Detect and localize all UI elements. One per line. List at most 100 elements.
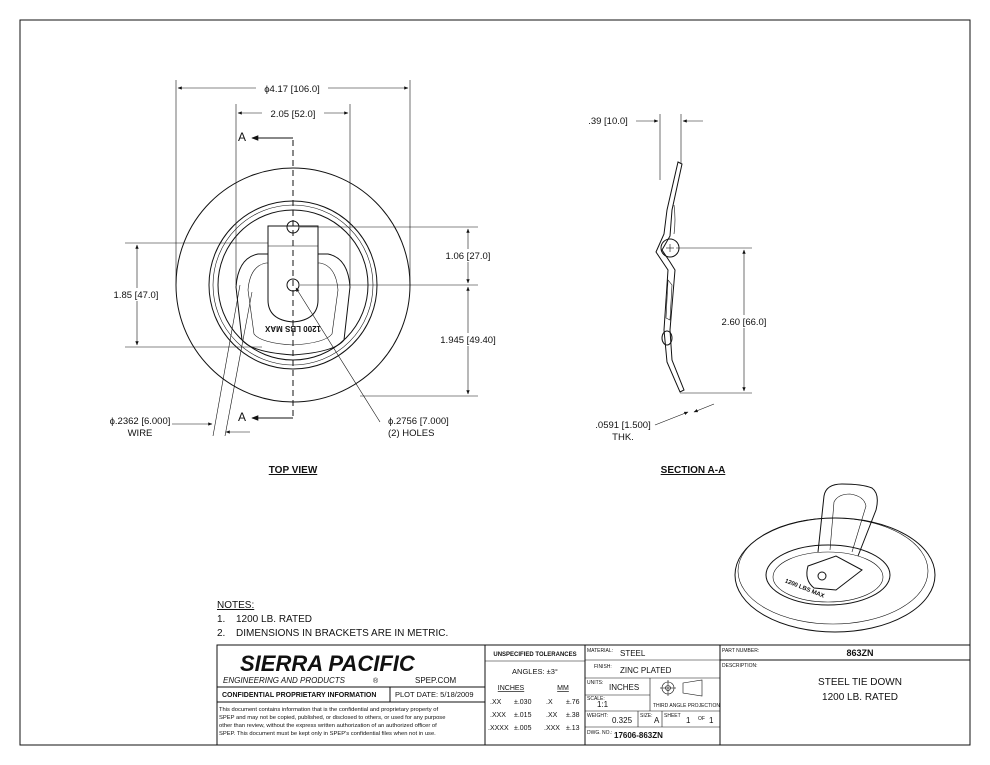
weight-value: 0.325 bbox=[612, 716, 633, 725]
dwg-label: DWG. NO.: bbox=[587, 730, 612, 736]
weight-label: WEIGHT: bbox=[587, 713, 608, 719]
dim-height-left-text: 1.85 [47.0] bbox=[114, 290, 159, 301]
iso-view: 1200 LBS MAX bbox=[734, 483, 936, 633]
confidential-line: SPEP. This document must be kept only in… bbox=[219, 731, 436, 737]
iso-d-ring bbox=[817, 483, 878, 557]
plot-date: PLOT DATE: 5/18/2009 bbox=[395, 690, 474, 699]
iso-stamp: 1200 LBS MAX bbox=[784, 578, 825, 599]
finish-value: ZINC PLATED bbox=[620, 666, 672, 675]
notes: NOTES: 1.1200 LB. RATED 2.DIMENSIONS IN … bbox=[217, 599, 448, 641]
dim-outer-dia-text: ϕ4.17 [106.0] bbox=[264, 84, 320, 95]
svg-text:.XXXX: .XXXX bbox=[488, 725, 509, 732]
wire-label: WIRE bbox=[128, 428, 153, 439]
of-label: OF bbox=[698, 716, 705, 722]
iso-strap bbox=[806, 555, 863, 591]
description-label: DESCRIPTION: bbox=[722, 663, 758, 669]
dim-hole-spacing-text: 1.06 [27.0] bbox=[446, 251, 491, 262]
profile-detail bbox=[665, 279, 673, 321]
scale-value: 1:1 bbox=[597, 700, 609, 709]
part-number: 863ZN bbox=[846, 648, 873, 658]
material-value: STEEL bbox=[620, 649, 646, 658]
tolerance-angles: ANGLES: ±3° bbox=[512, 667, 558, 676]
registered-mark: ® bbox=[373, 677, 379, 685]
section-label-bottom: A bbox=[238, 410, 246, 424]
section-view: .39 [10.0] 2.60 [66.0] .0591 [1.500] THK… bbox=[588, 114, 772, 476]
part-label: PART NUMBER: bbox=[722, 648, 759, 654]
title-block-frame bbox=[216, 644, 971, 746]
wire-ext-2 bbox=[224, 291, 253, 437]
wire-ext-1 bbox=[212, 284, 241, 437]
size-value: A bbox=[654, 716, 660, 725]
tol-inches-label: INCHES bbox=[498, 685, 525, 692]
hole-dia-text: ϕ.2756 [7.000] bbox=[388, 416, 449, 427]
dim-bg bbox=[108, 288, 164, 301]
dim-thk-label: THK. bbox=[612, 432, 634, 443]
iso-hole bbox=[817, 571, 827, 581]
hole-leader bbox=[295, 287, 381, 423]
dim-bg bbox=[716, 315, 772, 328]
company-website: SPEP.COM bbox=[415, 676, 457, 685]
iso-d-ring-inner bbox=[829, 493, 867, 553]
svg-text:.X: .X bbox=[546, 699, 553, 706]
dim-thk-text: .0591 [1.500] bbox=[595, 420, 650, 431]
tolerance-row: .XXX ±.015 .XX ±.38 bbox=[490, 712, 580, 719]
sheet-border bbox=[19, 19, 971, 746]
units-label: UNITS: bbox=[587, 680, 603, 686]
note-item: 2. DIMENSIONS IN BRACKETS ARE IN METRIC. bbox=[217, 627, 448, 641]
description-line-1: STEEL TIE DOWN bbox=[818, 677, 902, 688]
scale-label: SCALE: bbox=[587, 696, 605, 702]
top-view-title: TOP VIEW bbox=[269, 465, 318, 476]
sheet-total: 1 bbox=[709, 716, 714, 725]
third-angle-projection-icon bbox=[660, 679, 703, 697]
dim-bg bbox=[256, 81, 328, 94]
projection-label: THIRD ANGLE PROJECTION bbox=[653, 703, 720, 709]
note-text: 1200 LB. RATED bbox=[236, 614, 312, 625]
company-subtitle: ENGINEERING AND PRODUCTS bbox=[223, 676, 346, 685]
tolerances-heading: UNSPECIFIED TOLERANCES bbox=[493, 652, 576, 658]
note-text: DIMENSIONS IN BRACKETS ARE IN METRIC. bbox=[236, 628, 449, 639]
section-label-top: A bbox=[238, 130, 246, 144]
wire-section bbox=[661, 330, 673, 346]
dim-width-text: 2.05 [52.0] bbox=[271, 109, 316, 120]
svg-text:.XXX: .XXX bbox=[490, 712, 506, 719]
material-label: MATERIAL: bbox=[587, 648, 613, 654]
iso-rim-inner bbox=[737, 517, 929, 625]
confidential-line: This document contains information that … bbox=[219, 707, 439, 713]
svg-text:±.13: ±.13 bbox=[566, 725, 580, 732]
svg-text:±.015: ±.015 bbox=[514, 712, 532, 719]
title-block: SIERRA PACIFIC ENGINEERING AND PRODUCTS … bbox=[216, 644, 971, 746]
tolerance-row: .XX ±.030 .X ±.76 bbox=[490, 699, 580, 706]
profile-detail bbox=[673, 204, 676, 235]
svg-text:.XX: .XX bbox=[546, 712, 558, 719]
svg-text:.XX: .XX bbox=[490, 699, 502, 706]
note-number: 2. bbox=[217, 628, 226, 639]
d-ring-inner bbox=[247, 262, 339, 346]
tol-mm-label: MM bbox=[557, 685, 569, 692]
d-ring-outer bbox=[235, 253, 351, 356]
top-view: A A 1200 LBS MAX ϕ4.17 [106.0] 2.05 [52.… bbox=[108, 80, 500, 476]
dim-bg bbox=[262, 106, 324, 119]
note-item: 1. 1200 LB. RATED bbox=[217, 613, 448, 627]
confidential-line: SPEP and may not be copied, published, o… bbox=[219, 715, 445, 721]
stamp-text: 1200 LBS MAX bbox=[264, 324, 321, 333]
svg-text:±.030: ±.030 bbox=[514, 699, 532, 706]
dim-depth-text: .39 [10.0] bbox=[588, 116, 628, 127]
dim-lower-text: 1.945 [49.40] bbox=[440, 335, 495, 346]
company-name: SIERRA PACIFIC bbox=[240, 651, 416, 676]
dim-thk-leader-2 bbox=[693, 403, 715, 413]
hole-label: (2) HOLES bbox=[388, 428, 434, 439]
note-number: 1. bbox=[217, 614, 226, 625]
sheet-value: 1 bbox=[686, 716, 691, 725]
sheet-label: SHEET bbox=[664, 713, 681, 719]
units-value: INCHES bbox=[609, 683, 639, 692]
dwg-number: 17606-863ZN bbox=[614, 731, 663, 740]
dim-bg bbox=[440, 249, 496, 262]
tolerance-row: .XXXX ±.005 .XXX ±.13 bbox=[488, 725, 580, 732]
section-view-title: SECTION A-A bbox=[661, 465, 726, 476]
svg-text:.XXX: .XXX bbox=[544, 725, 560, 732]
iso-rim-outer bbox=[734, 517, 936, 633]
description-line-2: 1200 LB. RATED bbox=[822, 692, 898, 703]
dim-height-text: 2.60 [66.0] bbox=[722, 317, 767, 328]
dim-bg bbox=[436, 333, 500, 346]
